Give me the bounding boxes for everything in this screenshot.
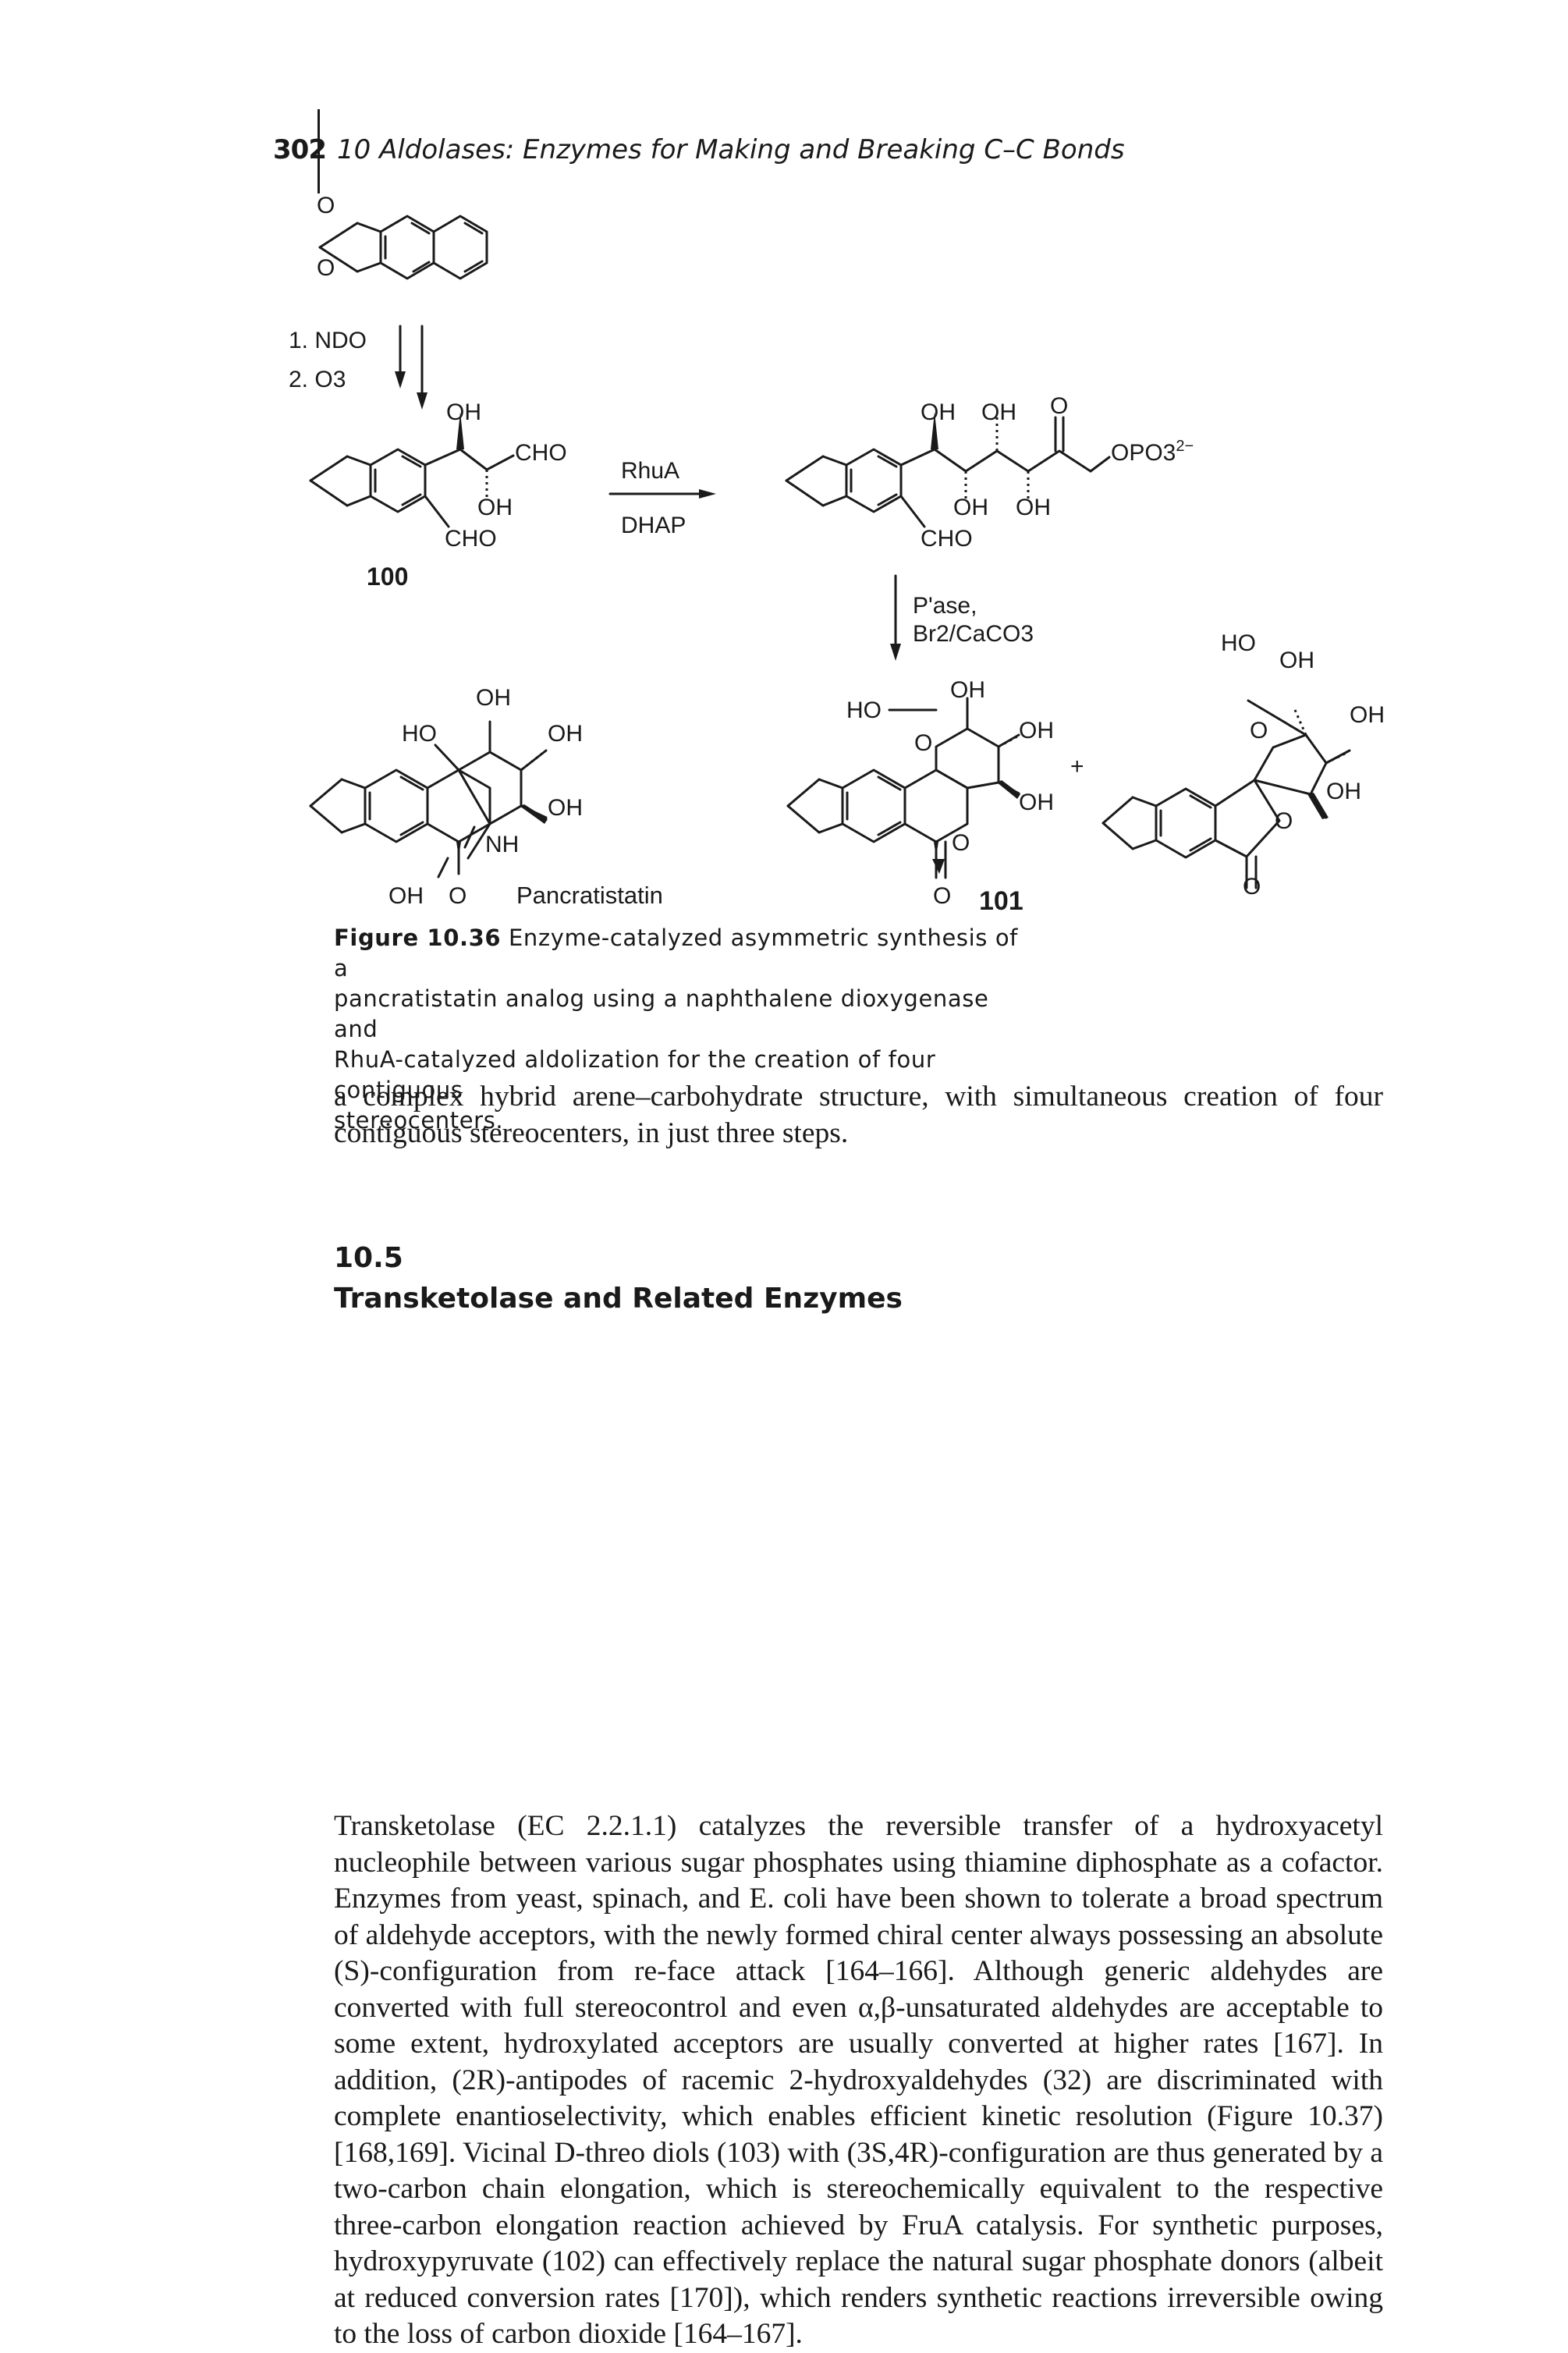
pan-oh-lower-label: OH xyxy=(548,795,583,821)
f-ho-label: HO xyxy=(1221,630,1256,656)
prod-oh-3-label: OH xyxy=(953,495,988,520)
prod-oh-2-label: OH xyxy=(981,399,1016,425)
plus-sign: + xyxy=(1070,754,1084,779)
enzyme-rhua-label: RhuA xyxy=(621,458,679,484)
pan-o-bottom-label: O xyxy=(449,883,466,909)
prod-oh-4-label: OH xyxy=(1016,495,1051,520)
reagent-ozone: 2. O3 xyxy=(289,367,346,392)
reagent-ndo: 1. NDO xyxy=(289,328,367,353)
donor-dhap-label: DHAP xyxy=(621,513,686,538)
prod-keto-o-label: O xyxy=(1050,393,1068,419)
sub-cho-lower-label: CHO xyxy=(445,526,497,552)
caption-line-1: Enzyme-catalyzed asymmetric synthesis of… xyxy=(334,925,1018,981)
c101-oh-right-label: OH xyxy=(1019,718,1054,744)
pan-oh-top-label: OH xyxy=(476,685,511,711)
f-oh-top-label: OH xyxy=(1279,648,1314,673)
prod-cho-label: CHO xyxy=(921,526,973,552)
pancratistatin-label: Pancratistatin xyxy=(516,882,663,909)
compound-101-label: 101 xyxy=(979,886,1023,916)
prod-oh-1-label: OH xyxy=(921,399,956,425)
compound-101-structure xyxy=(786,697,1020,879)
diox-o-label: O xyxy=(317,193,335,218)
c101-oh-top-label: OH xyxy=(950,677,985,703)
starting-naphthalene xyxy=(318,215,488,280)
figure-label: Figure 10.36 xyxy=(334,925,502,951)
compound-100-structure xyxy=(309,448,515,528)
pan-ho-label: HO xyxy=(402,721,437,747)
f-ring-o-label: O xyxy=(1250,718,1268,744)
section-number: 10.5 xyxy=(334,1242,403,1274)
f-lactone-o-label: O xyxy=(1275,808,1293,834)
prod-phosphate-label: OPO32− xyxy=(1111,438,1194,466)
pan-nh-label: NH xyxy=(485,832,519,857)
c101-oh-lower-label: OH xyxy=(1019,790,1054,815)
header-divider xyxy=(318,109,320,193)
running-title: 10 Aldolases: Enzymes for Making and Bre… xyxy=(337,134,1125,165)
f-oh-right-label: OH xyxy=(1350,702,1385,728)
f-oh-lower-label: OH xyxy=(1326,779,1361,804)
body-paragraph-1: a complex hybrid arene–carbohydrate stru… xyxy=(334,1081,1383,1149)
running-header: 302 10 Aldolases: Enzymes for Making and… xyxy=(273,109,1443,193)
pan-oh-right-label: OH xyxy=(548,721,583,747)
aldol-product-structure xyxy=(785,416,1111,528)
pan-oh-bottom-label: OH xyxy=(388,883,424,909)
c101-ring-o-label: O xyxy=(914,730,932,756)
reagent-phosphatase: P'ase, xyxy=(913,593,977,619)
sub-cho-right-label: CHO xyxy=(515,440,567,466)
c101-lactone-o-label: O xyxy=(952,830,970,856)
diox-o-label-2: O xyxy=(317,255,335,281)
body-paragraph-2: Transketolase (EC 2.2.1.1) catalyzes the… xyxy=(334,1810,1383,2350)
compound-100-label: 100 xyxy=(367,563,408,591)
caption-line-4: stereocenters. xyxy=(334,1107,504,1134)
reaction-scheme: O O 1. NDO 2. O3 OH CHO OH CHO 100 RhuA … xyxy=(289,193,1385,916)
f-carbonyl-o-label: O xyxy=(1243,874,1261,900)
c101-ho-label: HO xyxy=(846,697,882,723)
caption-line-2: pancratistatin analog using a naphthalen… xyxy=(334,985,989,1042)
c101-carbonyl-o-label: O xyxy=(933,883,951,909)
furanose-lactone-structure xyxy=(1102,699,1351,889)
caption-line-3: RhuA-catalyzed aldolization for the crea… xyxy=(334,1046,936,1103)
section-title: Transketolase and Related Enzymes xyxy=(334,1283,903,1315)
sub-oh-lower-label: OH xyxy=(477,495,513,520)
reagent-bromine: Br2/CaCO3 xyxy=(913,621,1034,647)
sub-oh-label: OH xyxy=(446,399,481,425)
figure-caption: Figure 10.36 Enzyme-catalyzed asymmetric… xyxy=(334,923,1036,1136)
